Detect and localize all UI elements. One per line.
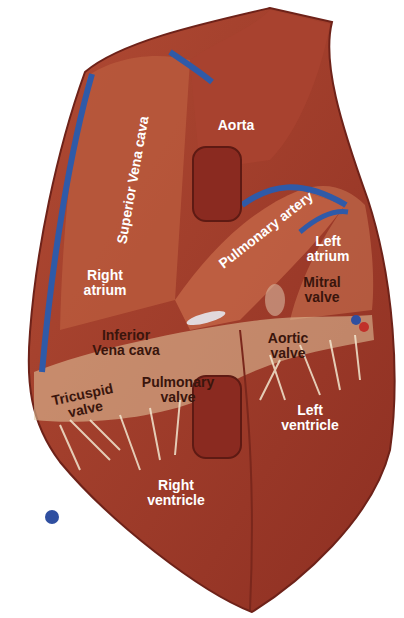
vessel-edge <box>170 52 212 82</box>
magnet-knob <box>193 147 241 221</box>
vessel-edge <box>300 212 348 232</box>
heart-body <box>29 8 395 612</box>
vena-cava-band <box>60 56 190 330</box>
septum-line <box>240 330 252 610</box>
part-label: Left atrium <box>303 234 353 264</box>
part-label: Right atrium <box>75 268 135 298</box>
part-label: Aortic valve <box>263 331 313 361</box>
vessel-end <box>359 322 369 332</box>
part-label: Mitral valve <box>297 275 347 305</box>
vessel-end <box>351 315 361 325</box>
part-label: Pulmonary valve <box>138 375 218 405</box>
part-label: Left ventricle <box>275 403 345 433</box>
part-label: Right ventricle <box>141 478 211 508</box>
vessel-edge <box>42 74 92 372</box>
valve-highlight <box>265 284 285 316</box>
part-label: Aorta <box>218 118 255 133</box>
vessel-end <box>45 510 59 524</box>
valve-highlight <box>185 308 226 328</box>
part-label: Inferior Vena cava <box>90 328 162 358</box>
